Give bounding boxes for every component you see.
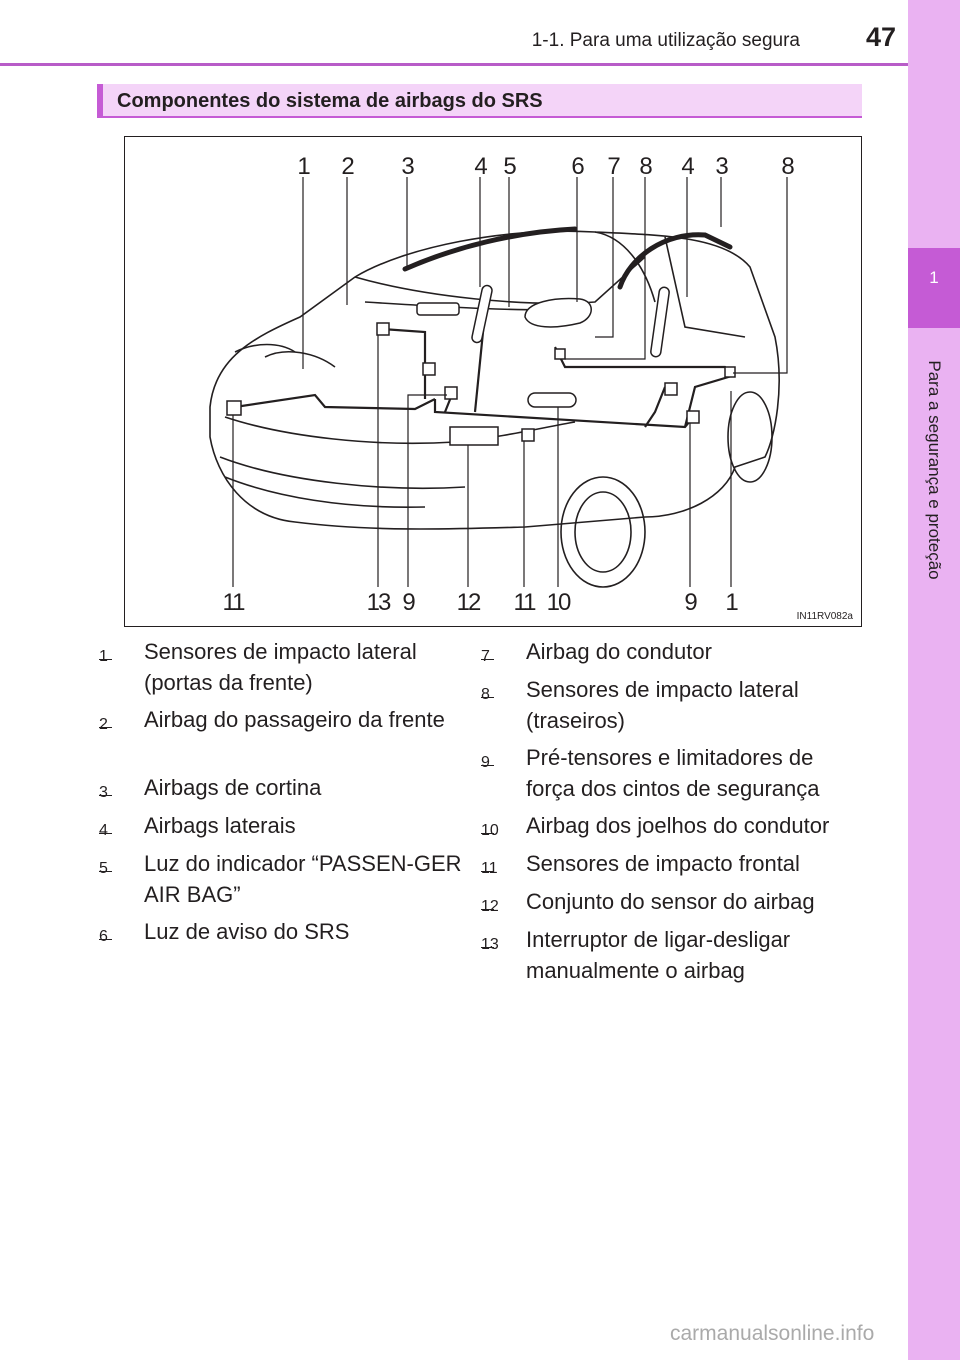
callout-number: 8 [639, 153, 652, 180]
callout-number: 1 [725, 589, 738, 616]
section-heading: Componentes do sistema de airbags do SRS [97, 84, 862, 118]
watermark: carmanualsonline.info [670, 1322, 875, 1345]
callout-number: 9 [684, 589, 697, 616]
callout-number: 12 [456, 589, 482, 616]
callout-number: 4 [681, 153, 694, 180]
legend-number: 12 [481, 891, 505, 922]
callout-number: 7 [607, 153, 620, 180]
legend-number: 13 [481, 929, 505, 960]
callout-number: 4 [474, 153, 487, 180]
legend-text: Luz de aviso do SRS [144, 919, 350, 944]
legend-text: Luz do indicador “PASSEN-GER AIR BAG” [144, 851, 462, 907]
legend-text: Airbags laterais [144, 813, 296, 838]
callout-number: 3 [715, 153, 728, 180]
legend-number: 4 [99, 815, 123, 846]
side-tab-chapter-title: Para a segurança e proteção [925, 360, 944, 580]
legend-text: Pré-tensores e limitadores de força dos … [526, 745, 820, 801]
callout-number: 3 [401, 153, 414, 180]
callout-number: 13 [366, 589, 392, 616]
callout-number: 10 [546, 589, 572, 616]
legend-number: 7 [481, 641, 505, 672]
legend-text: Interruptor de ligar-desligar manualment… [526, 927, 791, 983]
figure-code: IN11RV082a [796, 611, 853, 622]
legend-number: 11 [481, 853, 505, 884]
page-number: 47 [865, 22, 896, 52]
legend-text: Airbag do passageiro da frente [144, 707, 445, 732]
callout-number: 5 [503, 153, 516, 180]
legend-text: Airbag do condutor [526, 639, 712, 664]
legend-number: 6 [99, 921, 123, 952]
legend-number: 3 [99, 777, 123, 808]
callout-number: 2 [341, 153, 354, 180]
car-illustration [209, 177, 788, 588]
section-heading-text: Componentes do sistema de airbags do SRS [117, 90, 543, 112]
legend-text: Sensores de impacto lateral (traseiros) [526, 677, 799, 733]
side-tab-active-chapter[interactable] [908, 248, 960, 328]
callout-number: 8 [781, 153, 794, 180]
header-section-title: 1-1. Para uma utilização segura [531, 30, 800, 51]
callout-number: 6 [571, 153, 584, 180]
callout-number: 11 [513, 589, 537, 616]
legend-number: 5 [99, 853, 123, 884]
callout-number: 11 [222, 589, 246, 616]
legend-number: 10 [481, 815, 505, 846]
legend-number: 8 [481, 679, 505, 710]
legend-number: 1 [99, 641, 123, 672]
callout-number: 9 [402, 589, 415, 616]
legend-text: Sensores de impacto frontal [526, 851, 800, 876]
legend-text: Airbags de cortina [144, 775, 322, 800]
callout-number: 1 [297, 153, 310, 180]
legend-text: Conjunto do sensor do airbag [526, 889, 815, 914]
legend-number: 2 [99, 709, 123, 740]
legend-text: Airbag dos joelhos do condutor [526, 813, 830, 838]
header-rule [0, 63, 908, 66]
legend-number: 9 [481, 747, 505, 778]
side-tab-chapter-number: 1 [929, 268, 939, 287]
legend-text: Sensores de impacto lateral (portas da f… [144, 639, 417, 695]
side-tab [908, 0, 960, 1360]
